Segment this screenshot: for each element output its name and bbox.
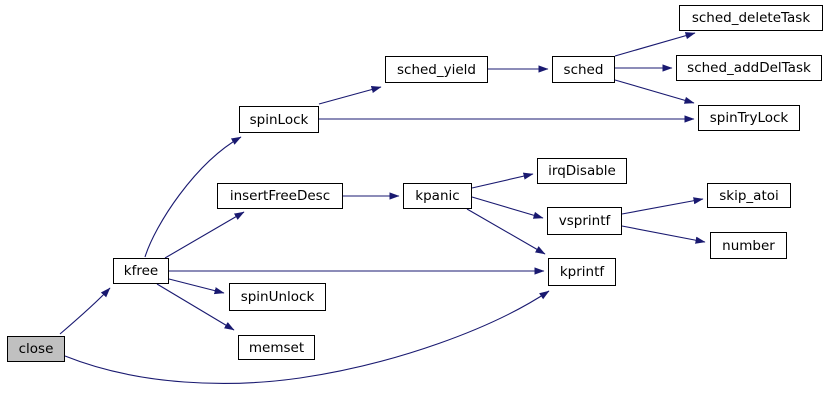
node-label: sched_yield: [396, 61, 476, 78]
node-kprintf[interactable]: kprintf: [548, 258, 616, 286]
node-label: spinTryLock: [709, 110, 789, 126]
node-label: sched_addDelTask: [687, 60, 811, 76]
node-vsprintf[interactable]: vsprintf: [547, 207, 622, 235]
node-spinLock[interactable]: spinLock: [239, 106, 319, 133]
node-label: kpanic: [415, 188, 460, 204]
edge-kfree-to-insertFreeDesc: [164, 211, 245, 259]
edge-vsprintf-to-number: [621, 225, 706, 244]
edge-close-to-kfree: [59, 287, 111, 335]
node-label: memset: [248, 339, 305, 356]
node-kfree[interactable]: kfree: [113, 258, 169, 284]
edge-kfree-to-memset: [156, 283, 235, 331]
edge-sched-to-spinTryLock: [614, 79, 695, 104]
edge-kfree-to-spinUnlock: [168, 278, 225, 295]
node-insertFreeDesc[interactable]: insertFreeDesc: [217, 183, 343, 209]
edge-close-to-kprintf: [64, 290, 550, 384]
edge-vsprintf-to-skip_atoi: [621, 197, 704, 215]
node-label: sched_deleteTask: [691, 10, 811, 26]
node-label: skip_atoi: [719, 187, 779, 204]
node-spinTryLock[interactable]: spinTryLock: [698, 105, 800, 131]
edge-kpanic-to-irqDisable: [471, 172, 534, 189]
node-number[interactable]: number: [710, 232, 787, 259]
node-kpanic[interactable]: kpanic: [403, 183, 472, 209]
node-label: spinUnlock: [240, 289, 315, 305]
node-label: vsprintf: [558, 213, 611, 229]
edge-spinLock-to-sched_yield: [318, 86, 382, 105]
node-label: kprintf: [559, 264, 605, 280]
node-label: number: [722, 237, 775, 254]
node-close: close: [7, 336, 65, 362]
node-sched_yield[interactable]: sched_yield: [385, 56, 488, 83]
node-irqDisable[interactable]: irqDisable: [537, 158, 627, 184]
node-sched_addDelTask[interactable]: sched_addDelTask: [676, 55, 822, 81]
node-sched[interactable]: sched: [552, 56, 615, 83]
edge-kpanic-to-vsprintf: [471, 196, 544, 219]
node-spinUnlock[interactable]: spinUnlock: [229, 283, 326, 311]
edges-group: [59, 32, 706, 384]
node-label: close: [18, 341, 54, 357]
edge-sched-to-sched_deleteTask: [614, 32, 696, 57]
edge-kfree-to-spinLock: [144, 136, 242, 258]
node-memset[interactable]: memset: [238, 335, 315, 360]
edge-kpanic-to-kprintf: [466, 208, 546, 255]
node-skip_atoi[interactable]: skip_atoi: [707, 183, 791, 208]
node-label: insertFreeDesc: [229, 188, 331, 204]
node-sched_deleteTask[interactable]: sched_deleteTask: [679, 5, 823, 31]
node-label: irqDisable: [548, 163, 616, 179]
node-label: sched: [563, 61, 604, 78]
node-label: kfree: [123, 263, 159, 279]
node-label: spinLock: [249, 111, 309, 128]
